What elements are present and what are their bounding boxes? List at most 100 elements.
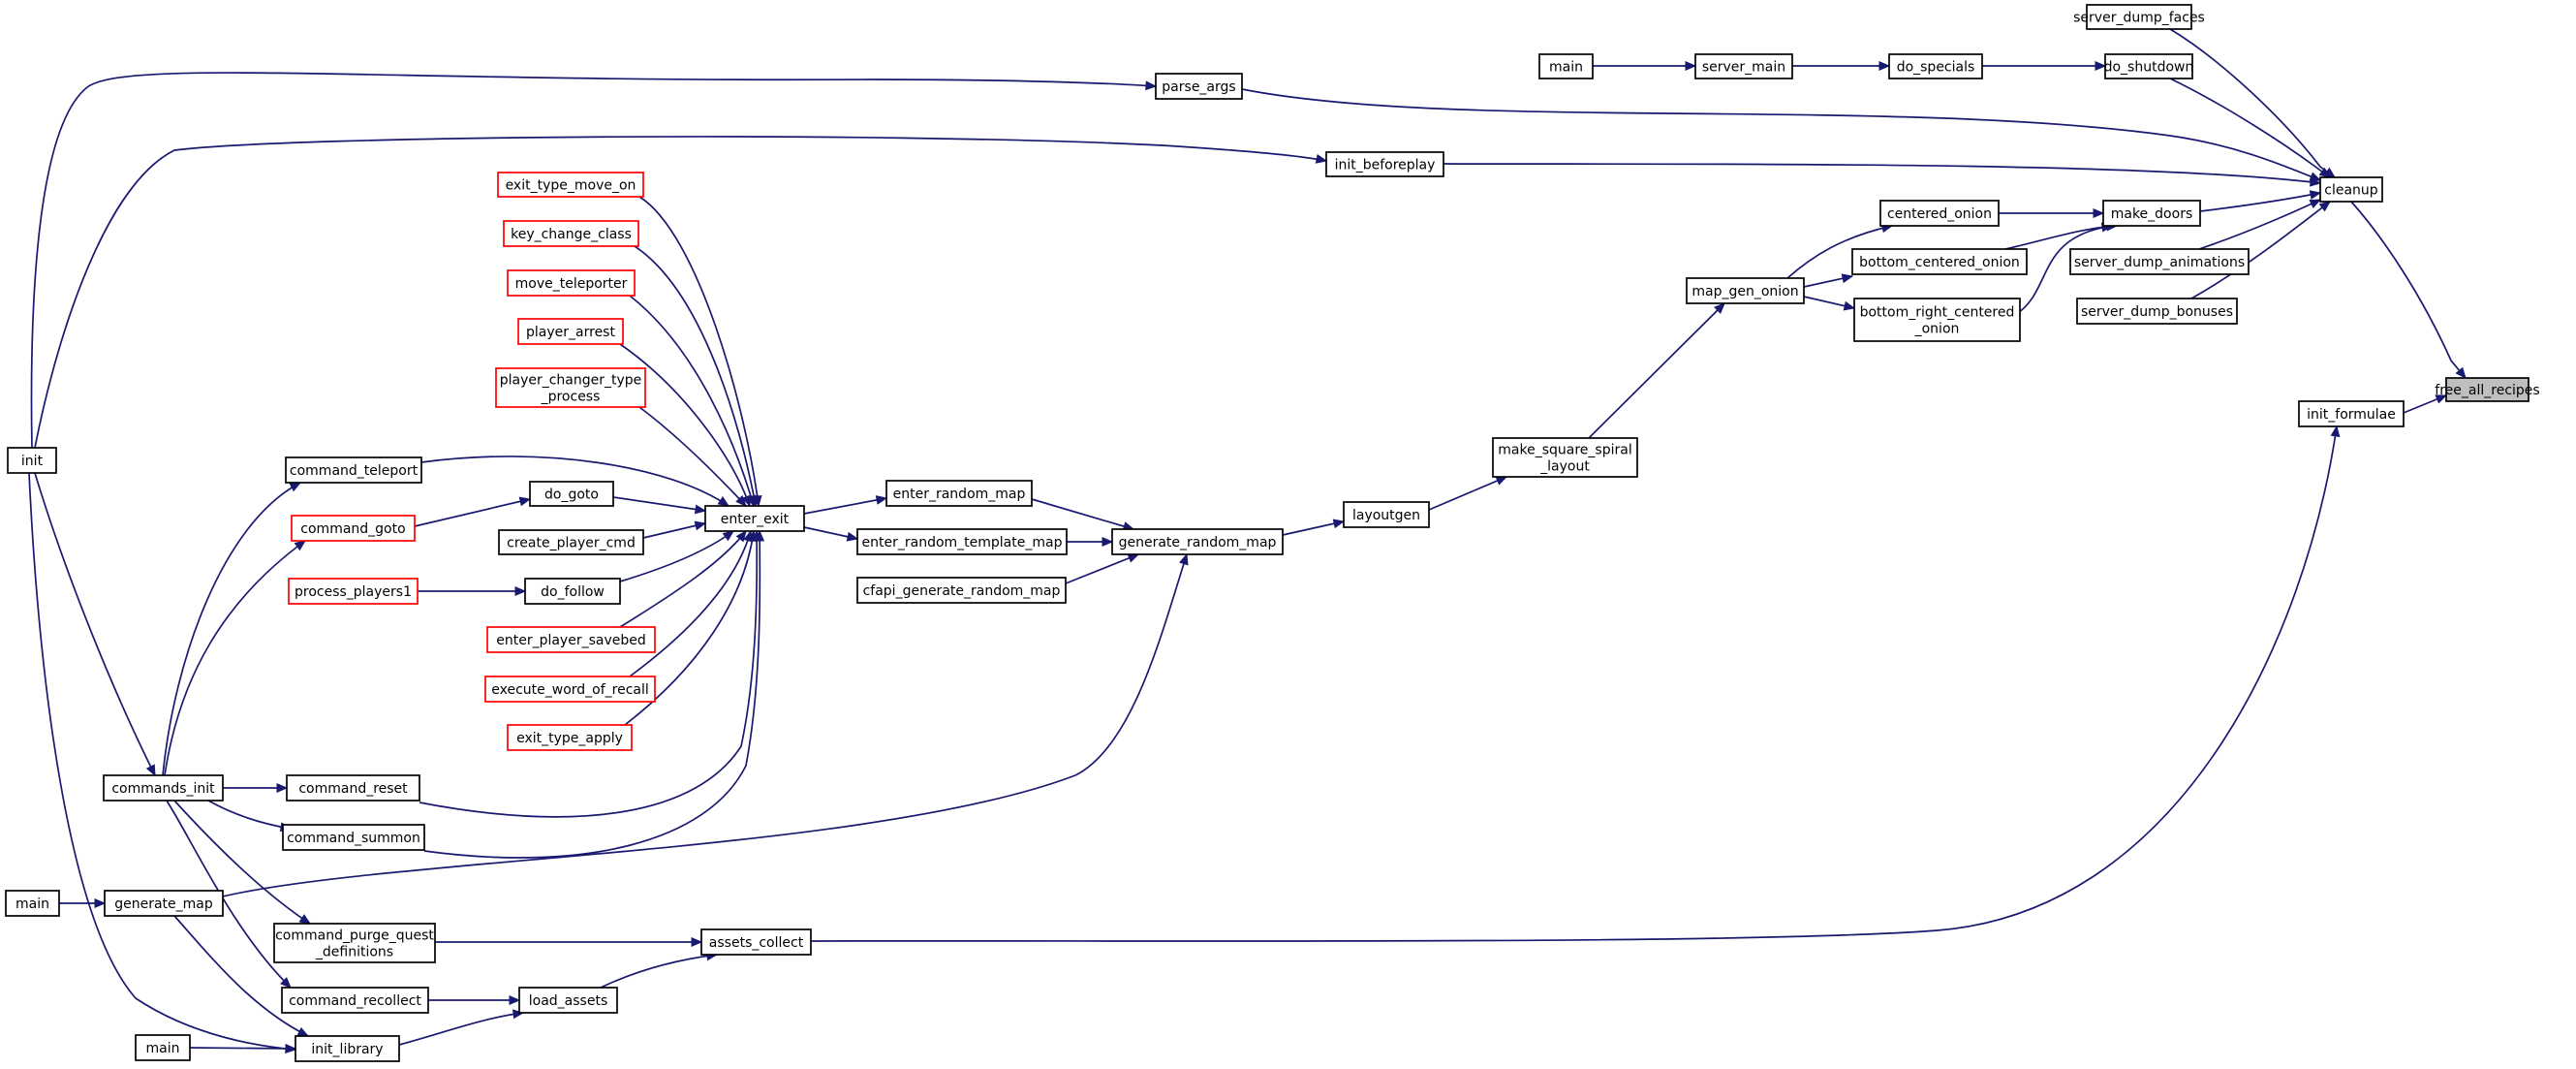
edge-line	[28, 472, 296, 1051]
edge-line	[1786, 225, 1893, 279]
node-enter-player-savebed[interactable]: enter_player_savebed	[486, 626, 656, 653]
node-commands-init[interactable]: commands_init	[103, 774, 224, 802]
edge-do_specials-to-do_shutdown	[1982, 61, 2107, 71]
node-cfapi-generate-random-map[interactable]: cfapi_generate_random_map	[856, 577, 1067, 604]
edge-line	[414, 498, 531, 527]
node-label: command_reset	[298, 781, 408, 797]
node-player-arrest[interactable]: player_arrest	[517, 318, 624, 345]
node-box	[1155, 73, 1243, 100]
node-layoutgen[interactable]: layoutgen	[1343, 501, 1430, 528]
node-command-purge-quest-definitions[interactable]: command_purge_quest_definitions	[273, 923, 436, 963]
node-label: _definitions	[315, 945, 393, 960]
node-main-top[interactable]: main	[1538, 53, 1594, 79]
node-box	[856, 528, 1068, 555]
edge-line	[30, 72, 1157, 449]
node-process-players1[interactable]: process_players1	[288, 578, 419, 605]
node-label: command_goto	[300, 521, 405, 537]
node-do-shutdown[interactable]: do_shutdown	[2104, 53, 2194, 79]
node-make-doors[interactable]: make_doors	[2102, 200, 2201, 227]
node-label: cfapi_generate_random_map	[863, 583, 1061, 599]
node-main-left[interactable]: main	[5, 890, 60, 917]
node-command-reset[interactable]: command_reset	[286, 774, 420, 802]
arrowhead-icon	[512, 1009, 525, 1020]
node-centered-onion[interactable]: centered_onion	[1879, 200, 2000, 227]
edge-line	[1065, 553, 1139, 584]
node-box	[524, 578, 621, 605]
node-load-assets[interactable]: load_assets	[518, 987, 618, 1014]
node-generate-map[interactable]: generate_map	[104, 890, 224, 917]
node-exit-type-apply[interactable]: exit_type_apply	[507, 724, 633, 751]
node-command-summon[interactable]: command_summon	[282, 824, 425, 851]
node-label: enter_player_savebed	[496, 633, 646, 648]
arrowhead-icon	[735, 494, 747, 507]
edge-line	[2014, 225, 2113, 316]
node-do-follow[interactable]: do_follow	[524, 578, 621, 605]
node-server-dump-faces[interactable]: server_dump_faces	[2073, 4, 2205, 30]
arrowhead-icon	[296, 1026, 310, 1037]
node-exit-type-move-on[interactable]: exit_type_move_on	[497, 172, 644, 198]
arrowhead-icon	[1495, 476, 1508, 486]
edge-line	[419, 530, 759, 818]
node-key-change-class[interactable]: key_change_class	[503, 220, 639, 247]
node-box	[484, 676, 656, 703]
edge-line	[207, 800, 292, 830]
arrowhead-icon	[741, 494, 752, 508]
node-bottom-centered-onion[interactable]: bottom_centered_onion	[1851, 248, 2028, 275]
edge-main_left-to-generate_map	[59, 898, 107, 908]
node-box	[495, 367, 646, 408]
node-box	[7, 447, 57, 474]
node-init-beforeplay[interactable]: init_beforeplay	[1325, 151, 1444, 177]
node-init-library[interactable]: init_library	[295, 1035, 400, 1062]
node-server-main[interactable]: server_main	[1694, 53, 1793, 79]
edge-line	[2169, 78, 2331, 178]
node-do-goto[interactable]: do_goto	[529, 481, 614, 507]
node-map-gen-onion[interactable]: map_gen_onion	[1686, 277, 1805, 304]
edge-line	[634, 245, 757, 507]
node-move-teleporter[interactable]: move_teleporter	[507, 269, 636, 297]
node-box	[885, 480, 1033, 507]
edge-line	[2350, 201, 2467, 379]
node-create-player-cmd[interactable]: create_player_cmd	[498, 529, 644, 555]
node-label: command_recollect	[289, 993, 421, 1009]
node-label: enter_exit	[721, 512, 790, 527]
arrowhead-icon	[846, 531, 859, 542]
node-do-specials[interactable]: do_specials	[1888, 53, 1983, 79]
node-parse-args[interactable]: parse_args	[1155, 73, 1243, 100]
node-enter-random-template-map[interactable]: enter_random_template_map	[856, 528, 1068, 555]
node-init-formulae[interactable]: init_formulae	[2298, 400, 2405, 427]
node-command-teleport[interactable]: command_teleport	[285, 456, 422, 484]
node-enter-random-map[interactable]: enter_random_map	[885, 480, 1033, 507]
node-enter-exit[interactable]: enter_exit	[704, 505, 805, 532]
node-bottom-right-centered-onion[interactable]: bottom_right_centered_onion	[1853, 298, 2021, 342]
node-command-goto[interactable]: command_goto	[291, 515, 416, 542]
node-server-dump-bonuses[interactable]: server_dump_bonuses	[2076, 298, 2238, 325]
node-init[interactable]: init	[7, 447, 57, 474]
arrowhead-icon	[755, 529, 765, 542]
node-label: process_players1	[295, 584, 412, 600]
node-server-dump-animations[interactable]: server_dump_animations	[2069, 248, 2250, 275]
node-command-recollect[interactable]: command_recollect	[281, 987, 429, 1014]
node-box	[1888, 53, 1983, 79]
edge-init_library-to-load_assets	[398, 1009, 525, 1046]
edge-enter_player_savebed-to-enter_exit	[619, 529, 747, 628]
node-box	[2076, 298, 2238, 325]
node-generate-random-map[interactable]: generate_random_map	[1111, 528, 1284, 555]
node-label: server_dump_faces	[2073, 11, 2205, 26]
node-box	[517, 318, 624, 345]
node-make-square-spiral-layout[interactable]: make_square_spiral_layout	[1492, 437, 1638, 478]
node-label: command_summon	[287, 831, 420, 846]
node-cleanup[interactable]: cleanup	[2319, 176, 2383, 203]
node-box	[291, 515, 416, 542]
node-assets-collect[interactable]: assets_collect	[700, 928, 812, 956]
node-box	[507, 724, 633, 751]
node-main-bottom[interactable]: main	[135, 1034, 191, 1061]
arrowhead-icon	[514, 586, 527, 596]
node-label: exit_type_apply	[516, 731, 623, 746]
node-free-all-recipes[interactable]: free_all_recipes	[2435, 377, 2540, 402]
edge-line	[600, 954, 718, 989]
node-player-changer-type-process[interactable]: player_changer_type_process	[495, 367, 646, 408]
arrowhead-icon	[694, 520, 707, 531]
edge-map_gen_onion-to-bottom_right_centered_onion	[1803, 296, 1856, 311]
node-execute-word-of-recall[interactable]: execute_word_of_recall	[484, 676, 656, 703]
